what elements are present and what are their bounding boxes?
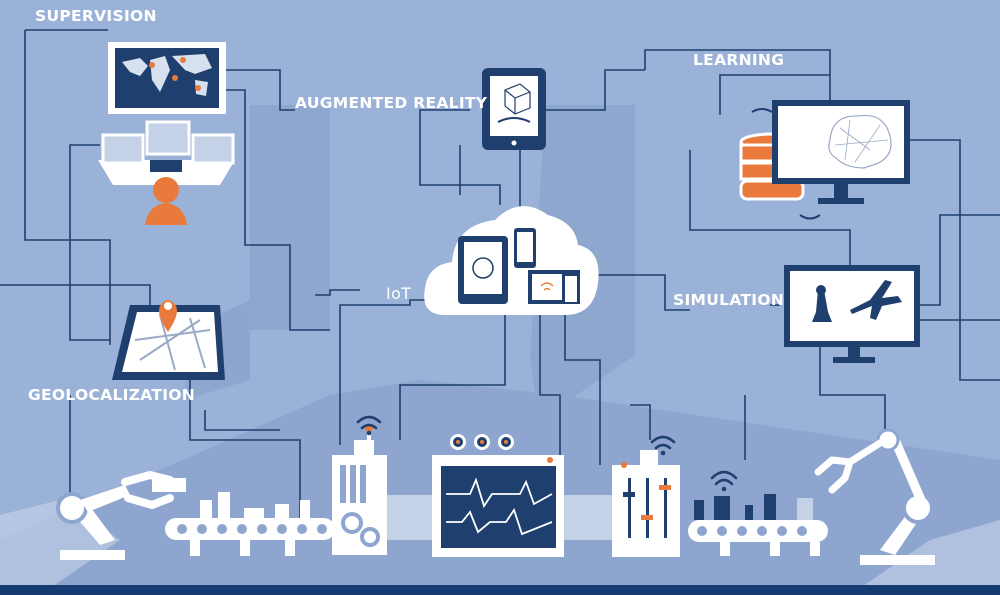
- robot-arm-icon: [814, 428, 935, 565]
- label-augmented-reality: AUGMENTED REALITY: [295, 94, 488, 112]
- control-panel-icon: [612, 450, 680, 557]
- oscilloscope-screen-icon: [432, 434, 612, 557]
- flight-simulator-monitor-icon: [784, 265, 920, 363]
- conveyor-belt-icon: [165, 492, 828, 556]
- operator-workstation-icon: [98, 120, 235, 225]
- cloud-devices-icon: [424, 206, 599, 315]
- wifi-icon: [356, 415, 738, 486]
- world-map-monitor-icon: [108, 42, 226, 114]
- label-simulation: SIMULATION: [673, 291, 785, 309]
- circuit-lines: [0, 29, 1000, 520]
- bottom-bar: [0, 585, 1000, 595]
- label-learning: LEARNING: [693, 51, 785, 69]
- brain-monitor-icon: [772, 100, 910, 204]
- label-iot: IoT: [386, 284, 412, 303]
- map-tablet-pin-icon: [112, 300, 225, 380]
- label-supervision: SUPERVISION: [35, 7, 157, 25]
- label-geolocalization: GEOLOCALIZATION: [28, 386, 196, 404]
- tablet-ar-cube-icon: [482, 68, 546, 150]
- robot-arm-icon: [56, 471, 186, 560]
